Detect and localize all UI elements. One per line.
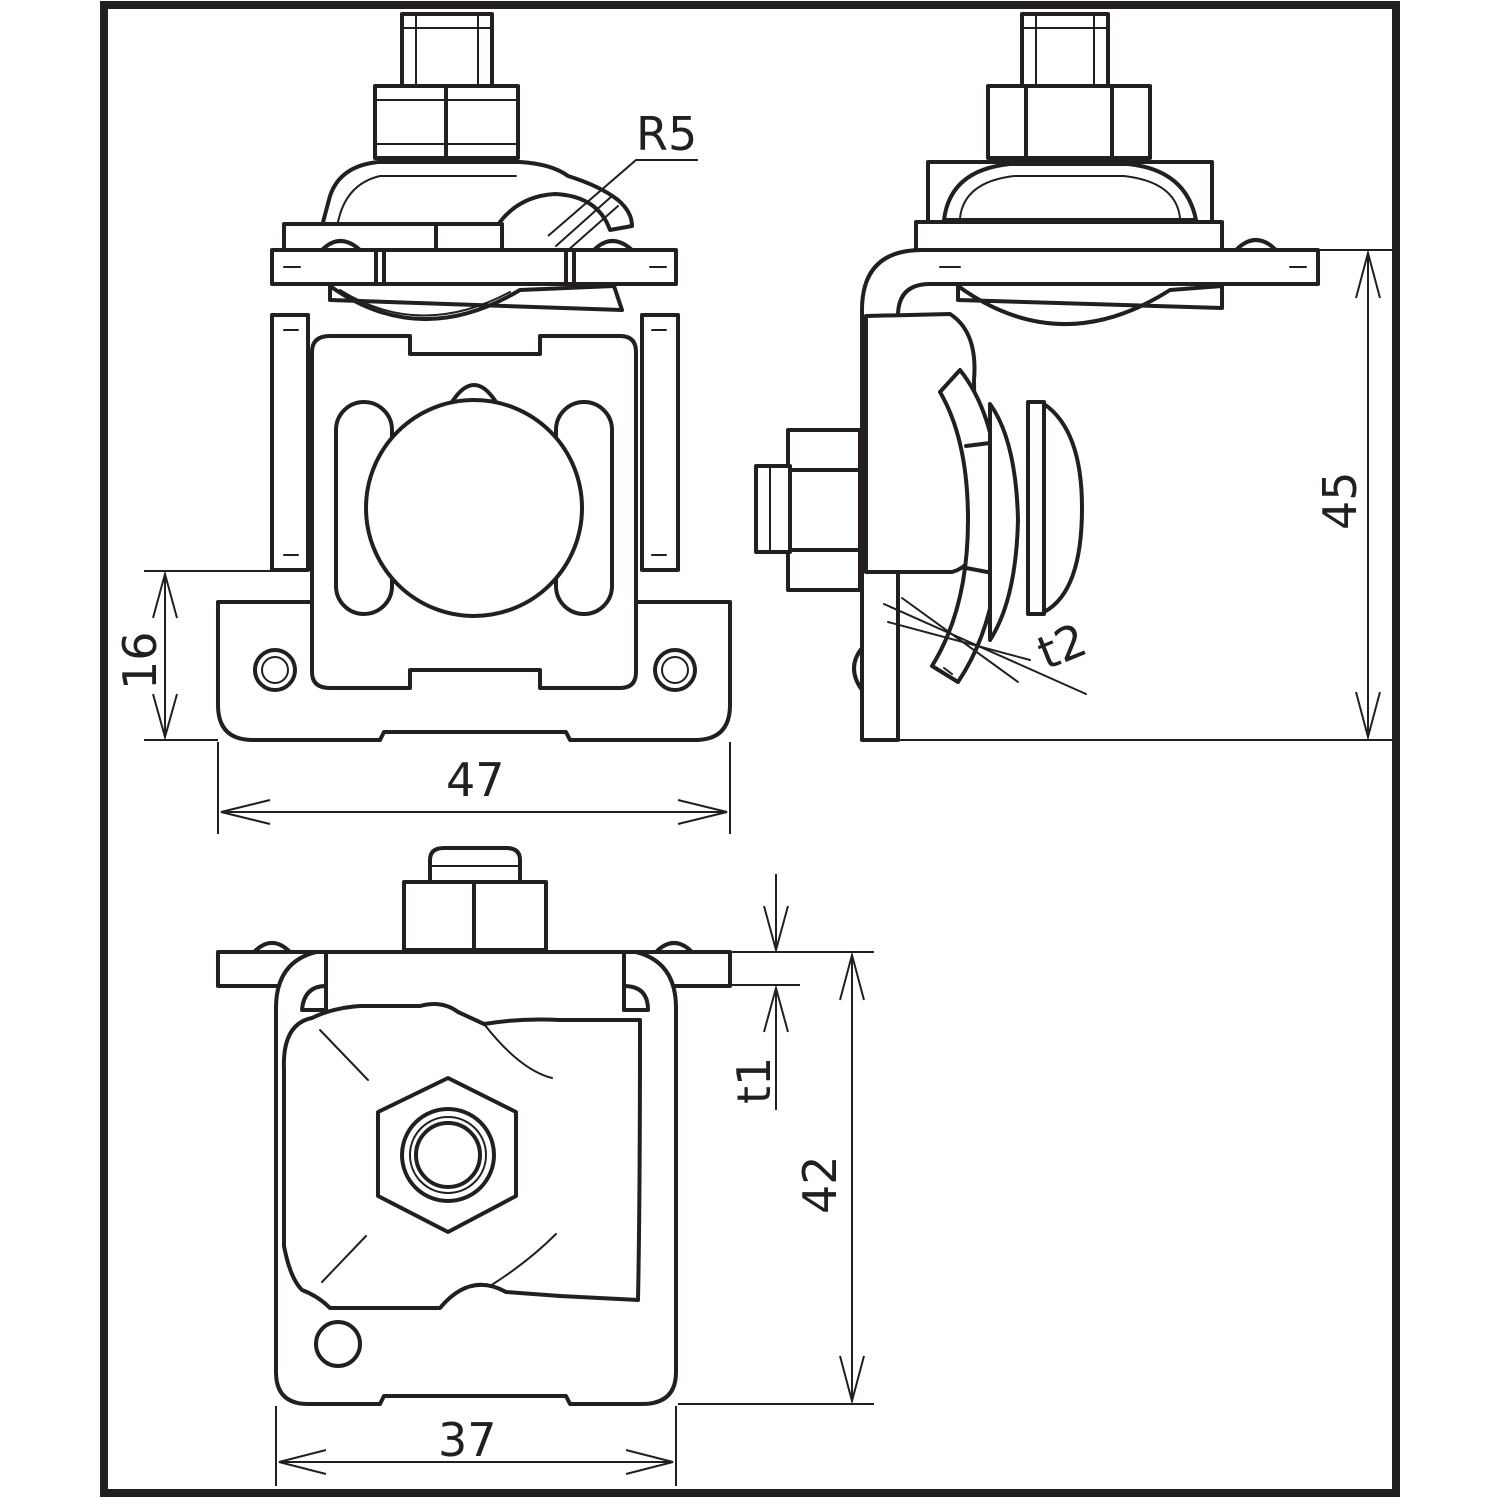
side-dimensions — [900, 249, 1392, 741]
dim-label-45: 45 — [1313, 471, 1367, 530]
dim-label-42: 42 — [793, 1155, 847, 1214]
dim-label-t1: t1 — [727, 1057, 781, 1104]
dim-label-47: 47 — [446, 753, 505, 807]
front-dimensions — [144, 570, 731, 834]
dim-label-r5: R5 — [636, 107, 697, 161]
bottom-dimensions — [275, 874, 874, 1486]
bottom-view — [216, 846, 732, 1406]
drawing-frame — [100, 1, 1400, 1497]
front-view — [216, 12, 732, 742]
dim-label-16: 16 — [113, 631, 167, 690]
side-view — [754, 12, 1320, 742]
dim-label-t2: t2 — [1030, 612, 1094, 680]
dim-label-37: 37 — [438, 1413, 497, 1467]
